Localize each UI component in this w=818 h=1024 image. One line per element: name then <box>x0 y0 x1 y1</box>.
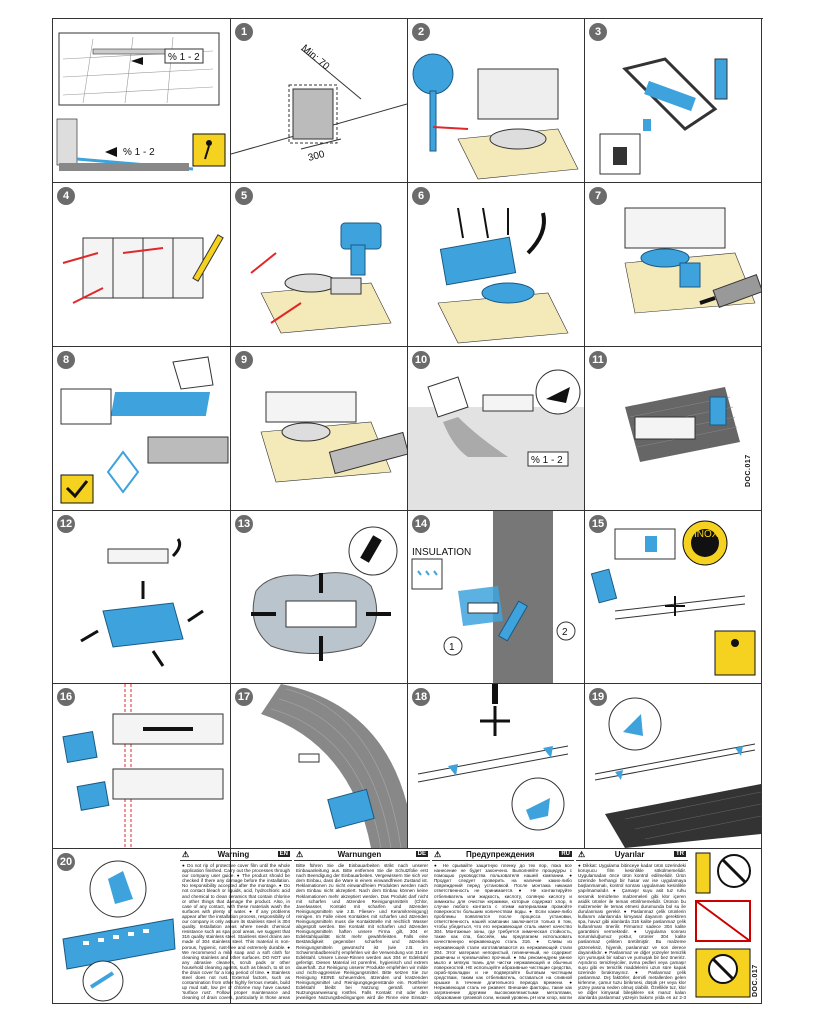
step-18: 18 <box>408 684 584 848</box>
warning-ru: ⚠ Предупреждения RU ● Не срывайте защитн… <box>432 848 574 1000</box>
step-number: 15 <box>589 515 607 533</box>
warning-header: ⚠ Warnungen DE <box>294 848 430 861</box>
step-number: 19 <box>589 688 607 706</box>
warning-title: Warnungen <box>337 849 382 859</box>
callout-2: 2 <box>562 627 568 638</box>
step-number: 16 <box>57 688 75 706</box>
warning-header: ⚠ Предупреждения RU <box>432 848 574 861</box>
step-0-overview: % 1 - 2 % 1 - 2 <box>53 19 230 182</box>
step-number: 1 <box>235 23 253 41</box>
grid-divider <box>52 683 762 684</box>
step-number: 8 <box>57 351 75 369</box>
warning-header: ⚠ Warning EN <box>180 848 292 861</box>
step-4: 4 <box>53 183 230 346</box>
warning-triangle-icon: ⚠ <box>578 849 586 859</box>
warning-text: ● Не срывайте защитную пленку до тех пор… <box>434 863 572 1000</box>
warning-tr: ⚠ Uyarılar TR ● Dikkat: Uygulama bitince… <box>576 848 688 1000</box>
dim-300-label: 300 <box>307 149 326 164</box>
grid-divider <box>407 18 408 848</box>
callout-1: 1 <box>449 642 455 653</box>
language-badge: DE <box>415 851 428 857</box>
grid-divider <box>52 346 762 347</box>
step-8: 8 <box>53 347 230 510</box>
grid-divider <box>52 1003 762 1004</box>
grid-divider <box>584 18 585 848</box>
step-number: 3 <box>589 23 607 41</box>
dim-min-label: Min: 70 <box>299 43 332 73</box>
step-15: 15 INOX <box>585 511 761 683</box>
warning-text: ● Dikkat: Uygulama bitinceye kadar ürün … <box>578 863 686 1000</box>
slope-label: % 1 - 2 <box>168 52 200 63</box>
step-11: 11 DOC.017 <box>585 347 761 510</box>
step-19: 19 <box>585 684 761 848</box>
warning-title: Предупреждения <box>466 849 535 859</box>
warning-triangle-icon: ⚠ <box>434 849 442 859</box>
grid-divider <box>52 848 762 849</box>
step-number: 2 <box>412 23 430 41</box>
slope-label: % 1 - 2 <box>531 455 563 466</box>
warning-de: ⚠ Warnungen DE Bitte führen Sie die Einb… <box>294 848 430 1000</box>
step-13: 13 <box>231 511 407 683</box>
step-number: 13 <box>235 515 253 533</box>
step-number: 6 <box>412 187 430 205</box>
grid-divider <box>52 182 762 183</box>
warning-text: ● Do not rip of protective cover film un… <box>182 863 290 1000</box>
chemical-warning-icons: DOC.017 <box>690 849 761 1002</box>
step-number: 12 <box>57 515 75 533</box>
step-17: 17 <box>231 684 407 848</box>
step-3: 3 <box>585 19 761 182</box>
step-5: 5 <box>231 183 407 346</box>
warning-triangle-icon: ⚠ <box>182 849 190 859</box>
step-number: 11 <box>589 351 607 369</box>
step-10: 10 % 1 - 2 <box>408 347 584 510</box>
language-badge: TR <box>674 851 686 857</box>
step-16: 16 <box>53 684 230 848</box>
step-9: 9 <box>231 347 407 510</box>
warning-en: ⚠ Warning EN ● Do not rip of protective … <box>180 848 292 1000</box>
step-number: 18 <box>412 688 430 706</box>
step-number: 14 <box>412 515 430 533</box>
language-badge: RU <box>559 851 572 857</box>
step-number: 20 <box>57 853 75 871</box>
spray-bottle-icon <box>695 852 711 894</box>
step-number: 10 <box>412 351 430 369</box>
step-1: 1 Min: 70 300 <box>231 19 407 182</box>
step-12: 12 <box>53 511 230 683</box>
doc-code: DOC.017 <box>752 964 759 997</box>
language-badge: EN <box>277 851 290 857</box>
inox-label: INOX <box>694 529 719 540</box>
warning-text: Bitte führen Sie die Einbauarbeiten stri… <box>296 863 428 1000</box>
step-2: 2 <box>408 19 584 182</box>
warning-triangle-icon: ⚠ <box>296 849 304 859</box>
doc-code: DOC.017 <box>745 454 752 487</box>
step-number: 17 <box>235 688 253 706</box>
warning-title: Uyarılar <box>614 849 645 859</box>
slope-label: % 1 - 2 <box>123 147 155 158</box>
step-number: 9 <box>235 351 253 369</box>
step-20: 20 <box>53 849 179 1002</box>
step-number: 5 <box>235 187 253 205</box>
step-7: 7 <box>585 183 761 346</box>
step-14: 14 INSULATION 1 2 <box>408 511 584 683</box>
step-number: 7 <box>589 187 607 205</box>
grid-divider <box>52 510 762 511</box>
step-number: 4 <box>57 187 75 205</box>
warning-header: ⚠ Uyarılar TR <box>576 848 688 861</box>
step-6: 6 <box>408 183 584 346</box>
insulation-label: INSULATION <box>412 547 471 558</box>
warning-title: Warning <box>217 849 250 859</box>
